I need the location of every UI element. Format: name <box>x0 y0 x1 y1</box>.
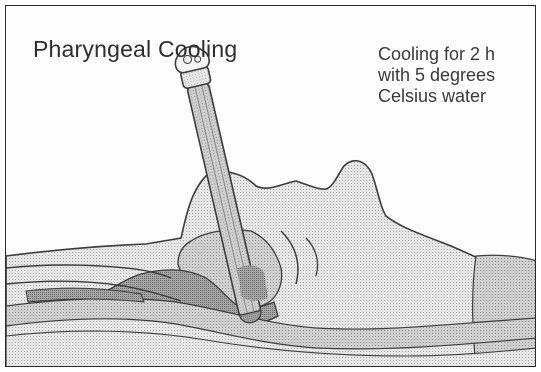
cooling-caption: Cooling for 2 h with 5 degrees Celsius w… <box>378 44 536 107</box>
caption-line-1: Cooling for 2 h <box>378 44 536 65</box>
figure-title: Pharyngeal Cooling <box>33 36 237 63</box>
caption-line-2: with 5 degrees <box>378 65 536 86</box>
caption-line-3: Celsius water <box>378 86 536 107</box>
figure-frame: Pharyngeal Cooling Cooling for 2 h with … <box>5 5 536 367</box>
